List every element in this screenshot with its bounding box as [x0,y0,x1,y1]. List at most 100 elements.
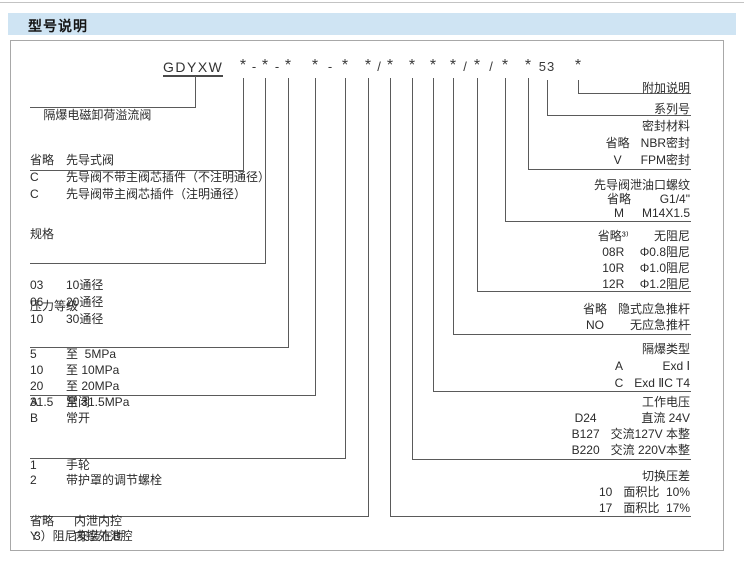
code-value: 20 [30,379,44,393]
code-value: M [613,206,624,220]
code-value: 省略 [582,302,607,316]
code-slash: / [377,59,381,74]
code-meaning: 交流 220V本整 [610,443,690,457]
connector-vline [578,80,579,93]
code-meaning: 20通径 [66,295,104,309]
code-value: 08R [602,245,625,259]
connector-hline [30,170,244,171]
code-meaning: 隐式应急推杆 [617,302,690,316]
code-dash: - [327,59,333,74]
code-value: 省略 [606,192,631,206]
connector-vline [477,78,478,291]
code-value: C [30,187,39,201]
code-slash: / [463,59,467,74]
code-value: 省略 [30,514,55,528]
section-title: 隔爆类型 [641,342,690,356]
code-star-11: * [473,57,481,74]
code-value: B220 [571,443,600,457]
code-dash: - [274,59,280,74]
connector-vline [453,78,454,334]
code-value: 省略 [30,153,55,167]
code-meaning: NBR密封 [640,136,690,150]
connector-vline [547,80,548,115]
code-value: V [613,153,622,167]
code-value: 17 [598,501,613,515]
connector-hline [30,107,196,108]
code-value: 31.5 [30,395,54,409]
section-title: 压力等级 [30,299,79,313]
connector-vline [528,78,529,169]
code-value: D24 [574,411,597,425]
code-value: 03 [30,278,44,292]
code-meaning: 交流127V 本整 [610,427,690,441]
code-value: 1 [30,458,37,472]
connector-vline [243,78,244,170]
code-meaning: Φ0.8阻尼 [639,245,690,259]
code-star-3: * [284,57,292,74]
code-meaning: 常开 [66,411,91,425]
connector-vline [315,78,316,395]
connector-hline [412,459,691,460]
code-meaning: Φ1.2阻尼 [639,277,690,291]
section-header-bar: 型号说明 [8,13,736,35]
code-value: NO [585,318,604,332]
valve-name-text: 隔爆电磁卸荷溢流阀 [43,108,152,122]
valve-name-label: 隔爆电磁卸荷溢流阀 [30,92,151,137]
connector-hline [30,347,289,348]
code-meaning: Exd ⅡC T4 [634,376,690,390]
code-meaning: 先导阀带主阀芯插件（注明通径） [66,187,247,201]
code-value: A [30,395,39,409]
code-value: A [614,359,623,373]
code-star-8: * [408,57,416,74]
code-meaning: 至 10MPa [66,363,120,377]
code-star-14: * [574,57,582,74]
code-star-10: * [449,57,457,74]
footnote: 3）阻尼安装在B腔 [34,529,133,543]
code-meaning: Exd Ⅰ [662,359,690,373]
model-code-prefix: GDYXW [163,59,224,77]
connector-hline [30,458,346,459]
top-divider [0,2,744,3]
series-number-label: 系列号 [654,100,690,117]
code-meaning: 常闭 [66,395,91,409]
connector-vline [412,78,413,459]
code-value: C [30,170,39,184]
diagram-border-box [10,40,724,551]
code-meaning: 面积比 17% [623,501,690,515]
connector-hline [30,516,369,517]
connector-vline [288,78,289,347]
code-slash: / [489,59,493,74]
section-title: 规格 [30,227,55,241]
code-star-4: * [311,57,319,74]
code-star-13: * [524,57,532,74]
code-meaning: 先导式阀 [66,153,115,167]
code-value: 10 [30,363,44,377]
section-title: 切换压差 [641,469,690,483]
section-title: 工作电压 [641,395,690,409]
additional-note-label: 附加说明 [642,79,690,96]
connector-vline [368,78,369,516]
code-value: 10R [602,261,625,275]
code-value: 12R [602,277,625,291]
drain-port-thread-section: 先导阀泄油口螺纹 省略 G1/4" M M14X1.5 [594,178,690,220]
code-meaning: M14X1.5 [641,206,690,220]
code-meaning: 内泄内控 [74,514,123,528]
code-meaning: G1/4" [659,192,690,206]
code-star-12: * [501,57,509,74]
label-text: 附加说明 [641,81,690,95]
code-value: 5 [30,347,37,361]
code-meaning: 面积比 10% [623,485,690,499]
connector-vline [345,78,346,458]
section-title: 先导阀泄油口螺纹 [593,178,690,192]
code-meaning: 手轮 [66,458,91,472]
connector-hline [390,516,691,517]
code-series-number: 53 [538,59,556,74]
